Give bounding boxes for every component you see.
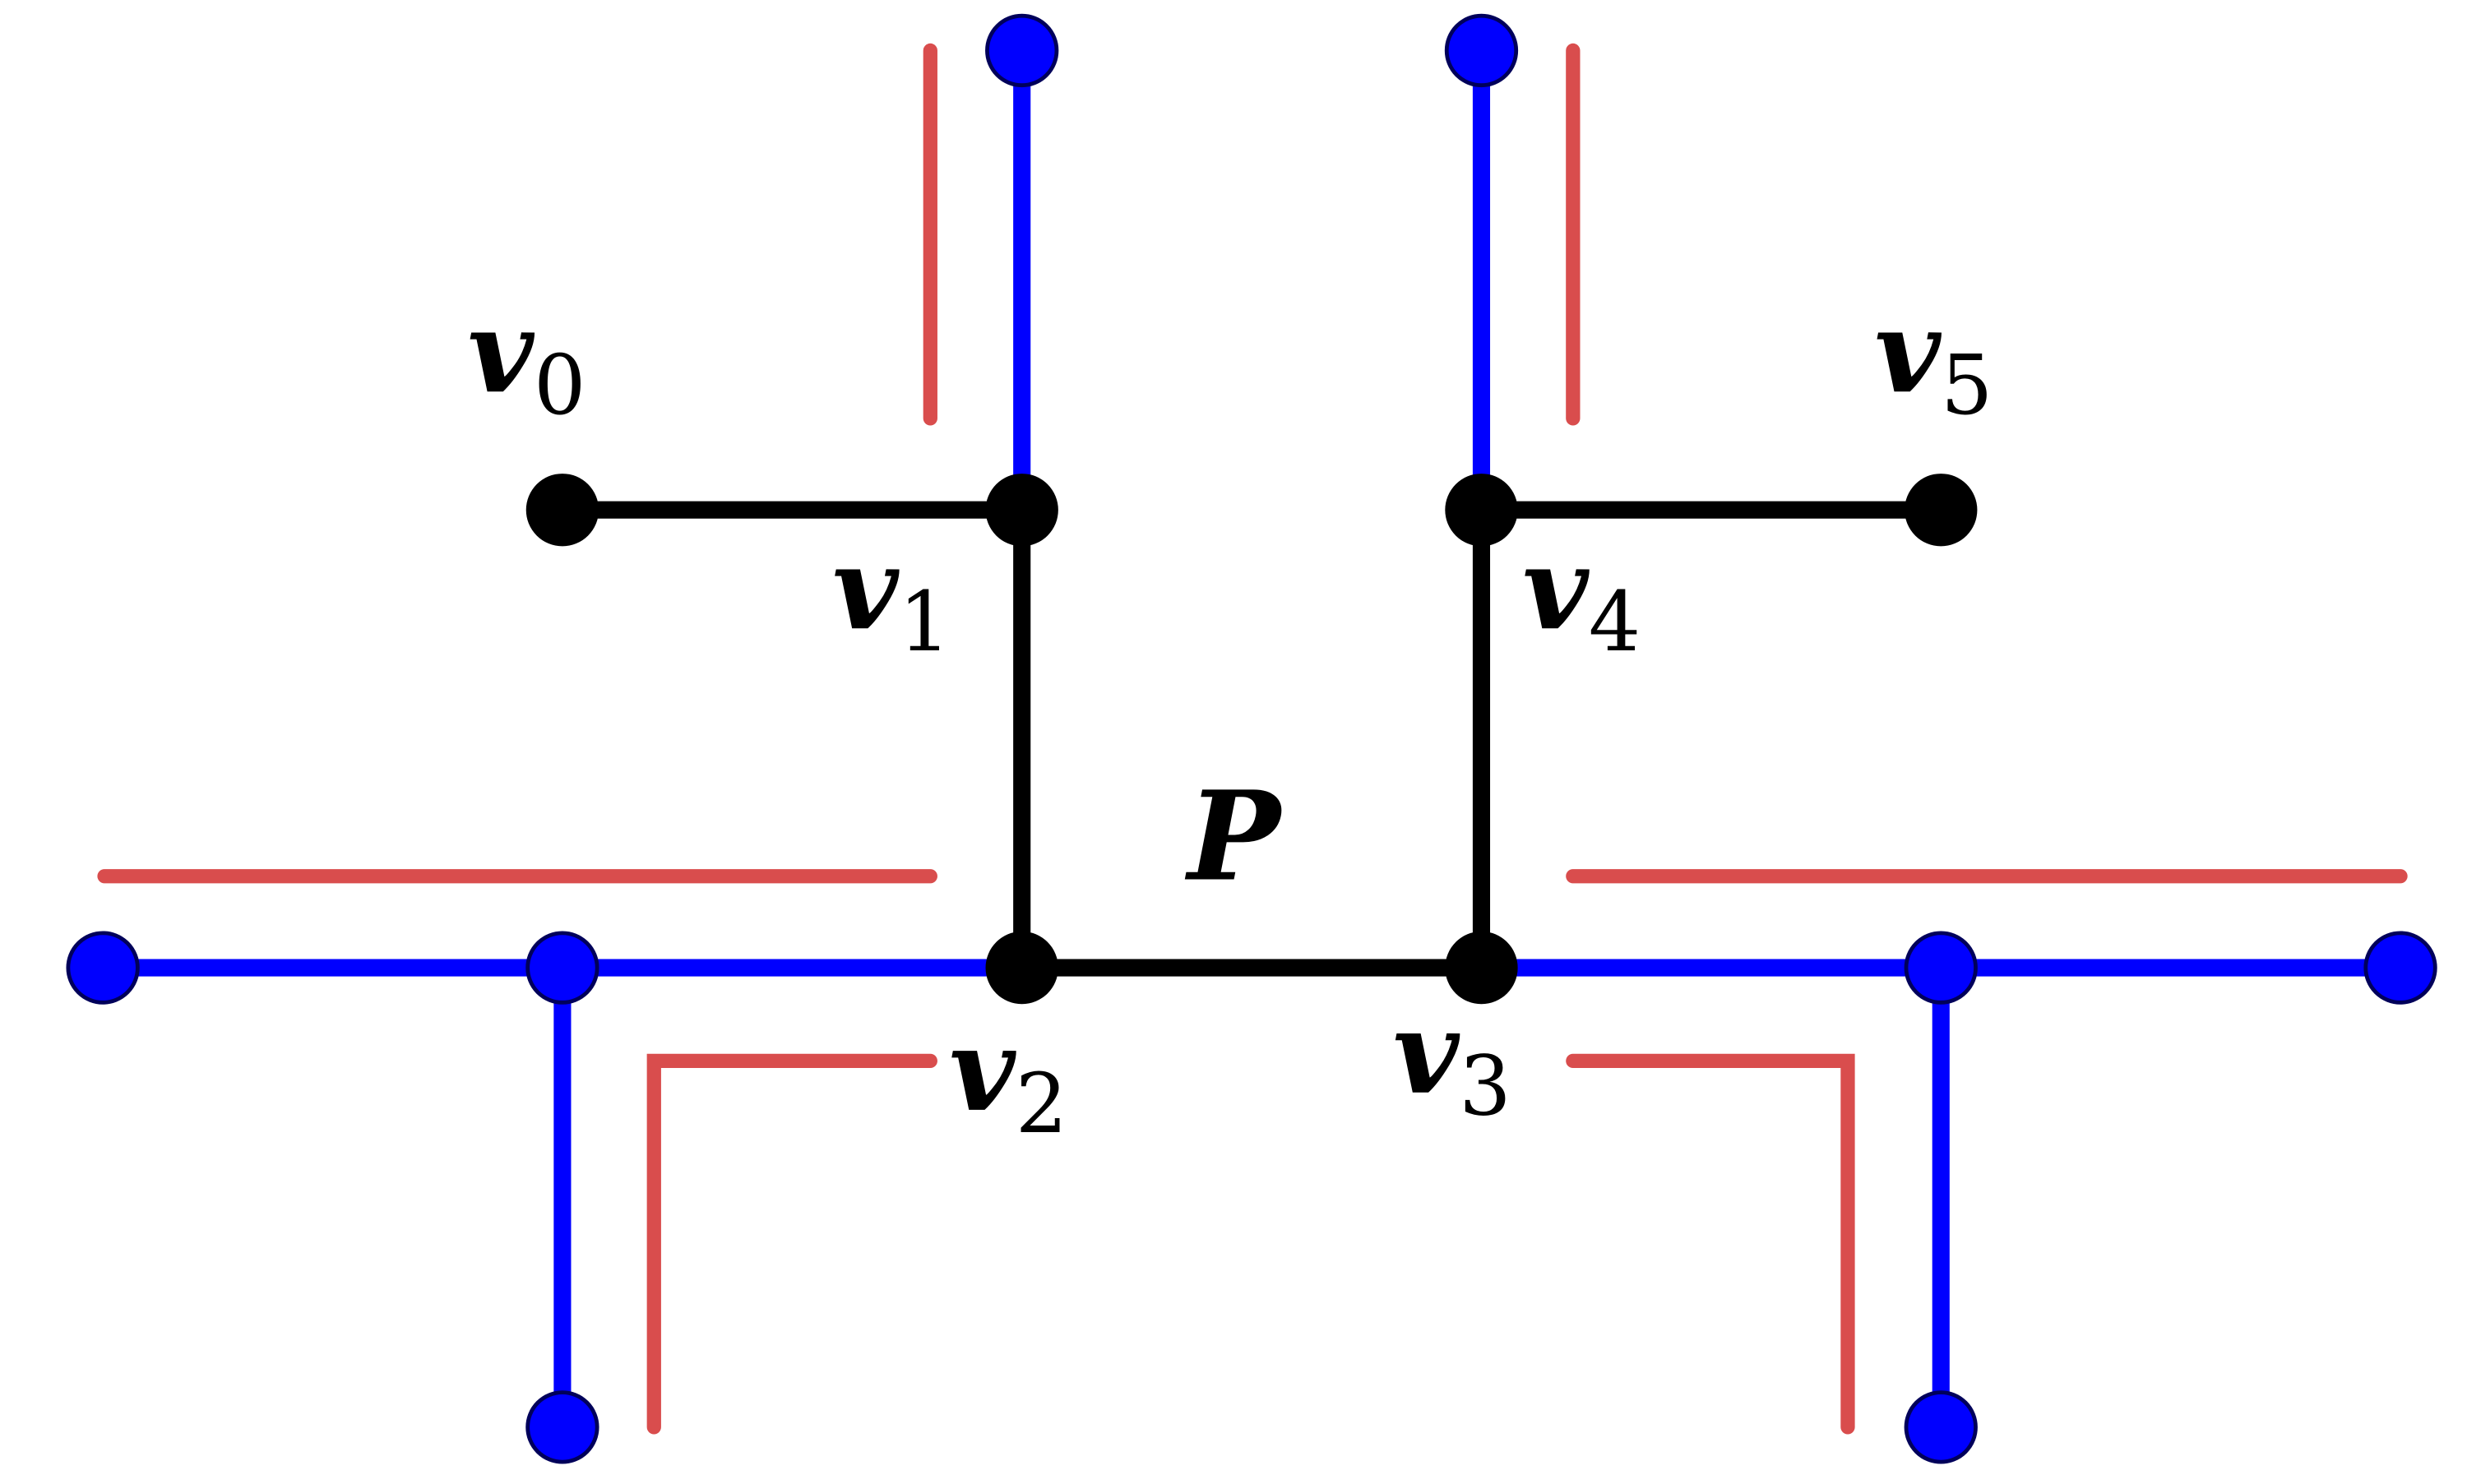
vertex-v4 bbox=[1445, 474, 1518, 547]
tree-node-bottom-right bbox=[1904, 1390, 1978, 1464]
label-v0: v0 bbox=[468, 284, 586, 433]
vertex-v5 bbox=[1905, 474, 1978, 547]
label-v0-base: v bbox=[468, 284, 535, 418]
label-v0-sub: 0 bbox=[534, 337, 586, 433]
label-v5-sub: 5 bbox=[1941, 337, 1993, 433]
tree-node-mid-left bbox=[525, 931, 599, 1005]
label-v1-sub: 1 bbox=[899, 574, 951, 670]
label-v1: v1 bbox=[832, 521, 951, 670]
label-v3-base: v bbox=[1393, 986, 1460, 1120]
label-v3: v3 bbox=[1393, 986, 1511, 1135]
label-v5: v5 bbox=[1875, 284, 1993, 433]
label-v2: v2 bbox=[949, 1003, 1067, 1152]
tree-node-far-right bbox=[2363, 931, 2437, 1005]
bracket-bottom-left bbox=[646, 1053, 937, 1435]
label-v1-base: v bbox=[832, 521, 900, 655]
label-v5-base: v bbox=[1875, 284, 1942, 418]
label-v4-sub: 4 bbox=[1589, 574, 1641, 670]
tree-node-mid-right bbox=[1904, 931, 1978, 1005]
vertex-v3 bbox=[1445, 931, 1518, 1005]
path-edges bbox=[562, 501, 1942, 977]
tree-node-bottom-left bbox=[525, 1390, 599, 1464]
vertex-v0 bbox=[525, 474, 599, 547]
label-v4-base: v bbox=[1522, 521, 1590, 655]
tree-node-top-right bbox=[1444, 13, 1519, 88]
label-v2-base: v bbox=[949, 1003, 1016, 1137]
tree-node-top-left bbox=[985, 13, 1059, 88]
label-v4: v4 bbox=[1522, 521, 1641, 670]
label-v2-sub: 2 bbox=[1016, 1056, 1068, 1152]
vertex-v2 bbox=[985, 931, 1058, 1005]
label-P: P bbox=[1184, 765, 1284, 909]
bracket-group bbox=[97, 43, 2408, 1435]
path-vertices bbox=[525, 474, 1978, 1005]
label-v3-sub: 3 bbox=[1459, 1038, 1511, 1135]
tree-nodes bbox=[66, 13, 2437, 1464]
tree-node-far-left bbox=[66, 931, 140, 1005]
bracket-bottom-right bbox=[1566, 1053, 1855, 1435]
tree-edges bbox=[103, 50, 2401, 1427]
vertex-v1 bbox=[985, 474, 1058, 547]
